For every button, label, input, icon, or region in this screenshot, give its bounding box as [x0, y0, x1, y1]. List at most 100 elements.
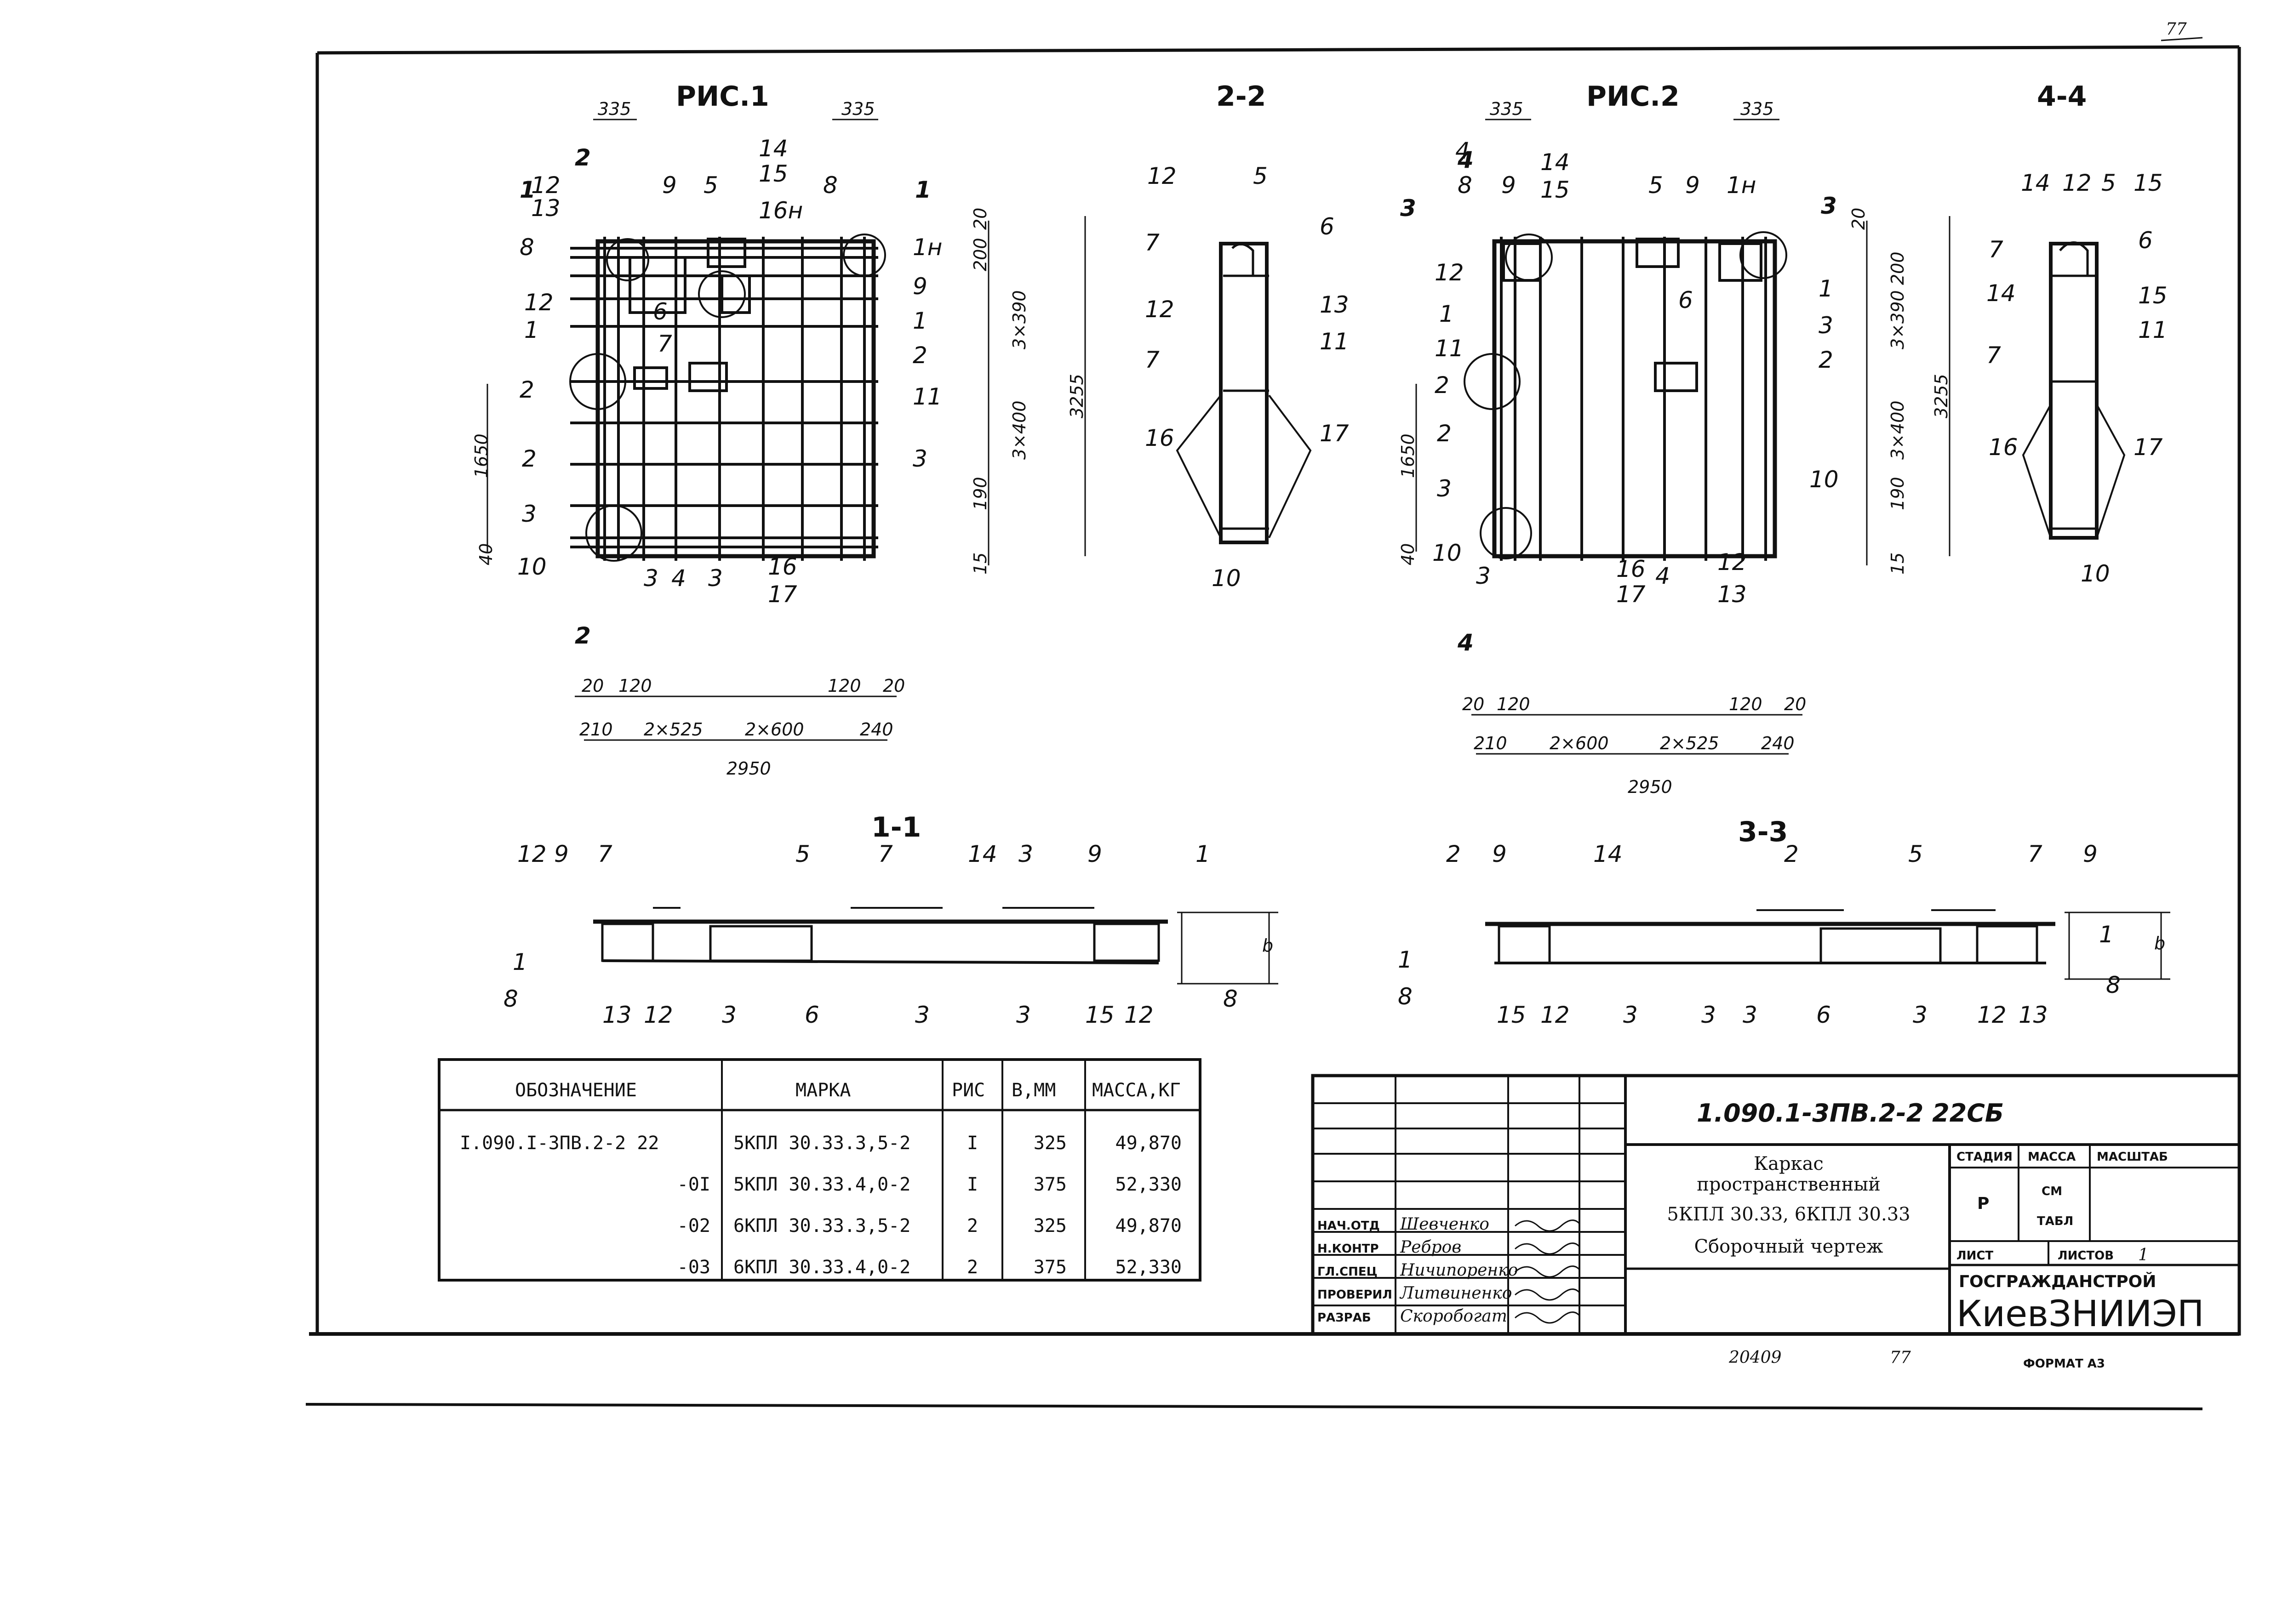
position-callout: 7	[1145, 347, 1160, 373]
spec-cell: 52,330	[1115, 1174, 1182, 1195]
fig2-bars	[570, 237, 1767, 561]
position-callout: 9	[2083, 841, 2098, 867]
position-callout: 12	[1977, 1002, 2007, 1028]
position-callout: 1	[2099, 921, 2114, 948]
svg-text:3×390: 3×390	[1009, 290, 1030, 349]
fig2-title: РИС.2	[1586, 80, 1680, 113]
section-4-4: 4-4	[2022, 80, 2126, 540]
svg-text:ЛИСТ: ЛИСТ	[1956, 1249, 1993, 1263]
spec-header-designation: ОБОЗНАЧЕНИЕ	[515, 1080, 637, 1101]
position-callout: 6	[2138, 227, 2153, 254]
position-callout: 3	[913, 445, 927, 472]
position-callout: 12	[1435, 259, 1464, 286]
position-callout: 7	[1145, 229, 1160, 256]
spec-cell: I	[967, 1133, 978, 1154]
position-callout: 3	[1623, 1002, 1638, 1028]
svg-text:МАСШТАБ: МАСШТАБ	[2097, 1150, 2168, 1164]
position-callout: 7	[878, 841, 893, 867]
position-callout: 3	[1016, 1002, 1031, 1028]
signature-role: РАЗРАБ	[1317, 1311, 1371, 1325]
position-callout: 2	[1819, 347, 1833, 373]
svg-text:20: 20	[883, 676, 905, 696]
section-3-3-title: 3-3	[1738, 816, 1788, 848]
svg-text:1650: 1650	[1398, 433, 1418, 478]
spec-header-mass: МАССА,КГ	[1092, 1080, 1181, 1101]
position-callout: 12	[1147, 163, 1177, 189]
position-callout: 1н	[1727, 172, 1756, 199]
fig1-title: РИС.1	[676, 80, 769, 113]
position-callout: 17	[1320, 420, 1349, 447]
position-callout: 3	[722, 1002, 737, 1028]
position-callout: 10	[2081, 560, 2110, 587]
fig1-frame	[595, 239, 876, 558]
position-callout: 3	[1701, 1002, 1716, 1028]
spec-cell: 375	[1034, 1174, 1067, 1195]
position-callout: 1	[1819, 275, 1833, 302]
svg-text:20: 20	[1462, 694, 1484, 714]
svg-text:МАССА: МАССА	[2028, 1150, 2076, 1164]
svg-text:2: 2	[575, 622, 591, 649]
svg-text:40: 40	[476, 543, 496, 565]
position-callout: 14	[968, 841, 997, 867]
section-2-2: 2-2	[1176, 80, 1312, 544]
position-callout: 2	[520, 376, 534, 403]
position-callout: 9	[662, 172, 677, 199]
signature-role: Н.КОНТР	[1317, 1242, 1379, 1256]
position-callout: 2	[1784, 841, 1799, 867]
org-institute: КиевЗНИИЭП	[1956, 1294, 2204, 1335]
svg-text:335: 335	[1740, 99, 1774, 119]
svg-text:1: 1	[2138, 1246, 2149, 1265]
position-callout: 13	[1320, 291, 1349, 318]
svg-text:20: 20	[582, 676, 604, 696]
svg-text:335: 335	[1490, 99, 1523, 119]
position-callout: 3	[1913, 1002, 1928, 1028]
svg-text:15: 15	[1888, 553, 1908, 575]
position-callout: 4	[1655, 563, 1670, 589]
spec-cell: 52,330	[1115, 1257, 1182, 1278]
svg-text:120: 120	[618, 676, 652, 696]
svg-text:40: 40	[1398, 543, 1418, 565]
position-callout: 16н	[759, 197, 803, 224]
signature-name: Скоробогат	[1400, 1307, 1507, 1326]
svg-text:2×600: 2×600	[1550, 733, 1609, 753]
svg-text:3×400: 3×400	[1009, 400, 1030, 460]
spec-cell: 325	[1034, 1133, 1067, 1154]
org-name: ГОСГРАЖДАНСТРОЙ	[1959, 1272, 2156, 1291]
svg-text:20: 20	[1784, 694, 1806, 714]
position-callout: 13	[1717, 581, 1747, 608]
svg-text:СТАДИЯ: СТАДИЯ	[1956, 1150, 2013, 1164]
position-callout: 9	[554, 841, 569, 867]
position-callout: 7	[1989, 236, 2003, 263]
spec-header-fig: РИС	[952, 1080, 985, 1101]
position-callout: 15	[1497, 1002, 1526, 1028]
fig2-frame	[1492, 239, 1777, 558]
svg-text:2950: 2950	[1628, 777, 1672, 797]
position-callout: 14	[2021, 170, 2050, 196]
svg-text:210: 210	[579, 719, 613, 740]
svg-text:3×390: 3×390	[1888, 290, 1908, 349]
fig1-bars	[593, 237, 878, 561]
position-callout: 3	[708, 565, 723, 592]
position-callout: 6	[1320, 213, 1334, 240]
position-callout: 9	[1501, 172, 1516, 199]
position-callout: 3	[522, 501, 537, 527]
svg-text:4: 4	[1457, 147, 1474, 173]
svg-text:СМ: СМ	[2042, 1185, 2062, 1198]
position-callout: 16	[1145, 425, 1174, 451]
position-callout: 9	[1492, 841, 1507, 867]
position-callout: 5	[2101, 170, 2116, 196]
spec-cell: I	[967, 1174, 978, 1195]
position-callout: 10	[1432, 540, 1462, 566]
position-callout: 7	[658, 330, 672, 357]
position-callout: 1	[913, 308, 927, 334]
svg-text:120: 120	[1729, 694, 1762, 714]
sheet-corner-number: 77	[2166, 20, 2187, 39]
position-callout: 12	[524, 289, 554, 316]
frame-top	[317, 45, 2240, 55]
